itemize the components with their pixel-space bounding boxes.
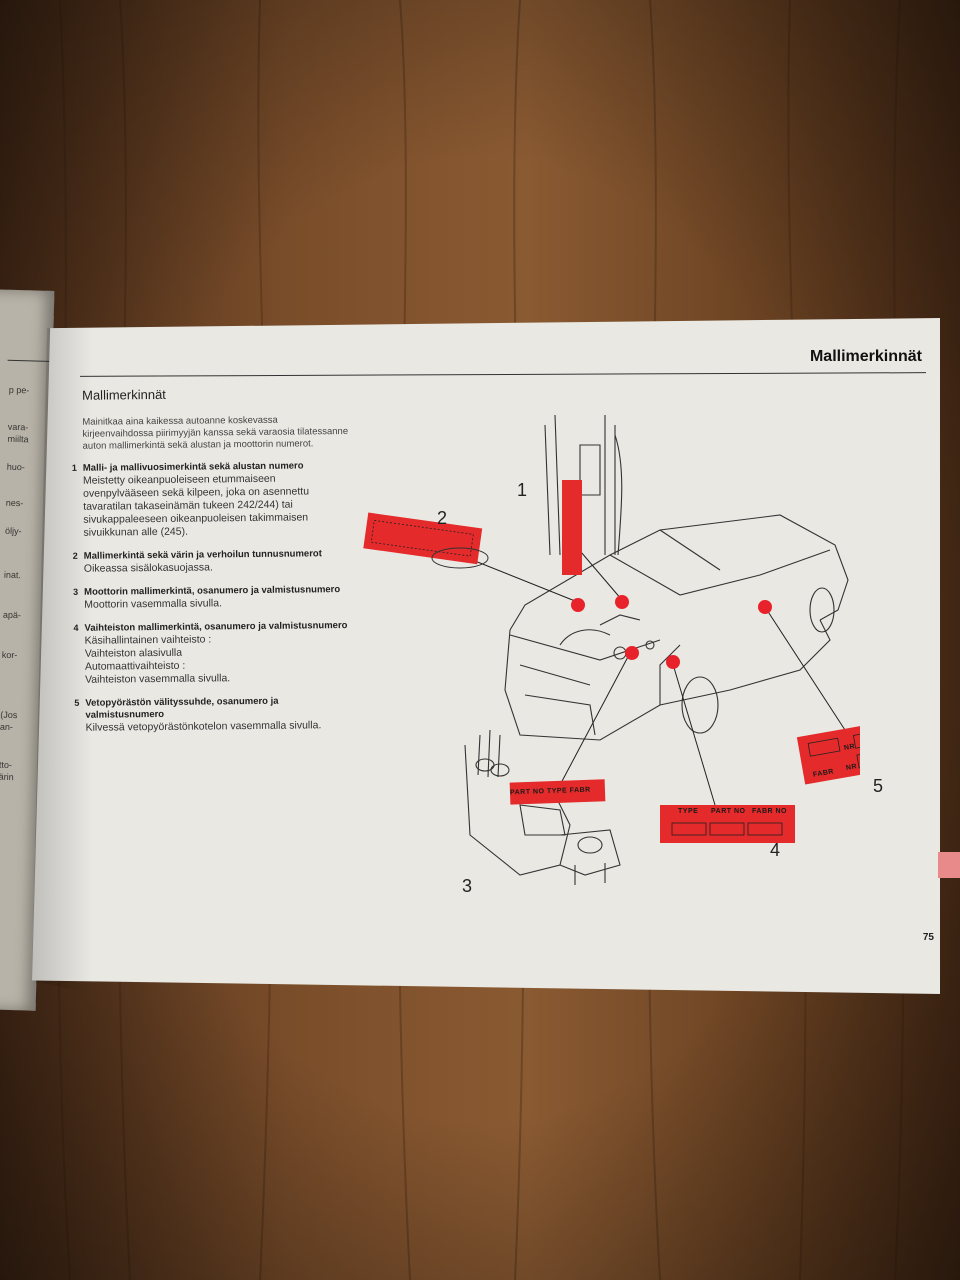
left-page-fragment: nes- — [5, 497, 24, 509]
intro-paragraph: Mainitkaa aina kaikessa autoanne koskeva… — [82, 414, 349, 452]
left-page-fragment: kor- — [1, 649, 18, 661]
plate-2-tab — [431, 547, 489, 569]
marker-3 — [625, 646, 639, 660]
left-page-fragment: vara- — [7, 421, 29, 433]
list-item: 2 Mallimerkintä sekä värin ja verhoilun … — [62, 548, 362, 576]
item-number: 3 — [73, 586, 79, 597]
plate-3 — [509, 779, 606, 805]
left-page-fragment: inat. — [3, 569, 22, 581]
item-list: 1 Malli- ja mallivuosimerkintä sekä alus… — [61, 460, 364, 735]
callout-1: 1 — [517, 480, 528, 500]
page-number: 75 — [922, 932, 934, 943]
marker-1 — [615, 595, 629, 609]
marker-2 — [571, 598, 585, 612]
callout-5: 5 — [873, 776, 884, 796]
list-item: 5 Vetopyörästön välityssuhde, osanumero … — [63, 695, 363, 735]
left-page-fragment: p pe- — [8, 384, 30, 396]
list-item: 3 Moottorin mallimerkintä, osanumero ja … — [62, 584, 362, 612]
location-markers — [571, 595, 772, 669]
item-number: 1 — [71, 462, 77, 473]
left-page-fragment: apä- — [2, 609, 22, 621]
marker-4 — [666, 655, 680, 669]
text-column: Mallimerkinnät Mainitkaa aina kaikessa a… — [60, 385, 364, 746]
plate-1-pillar-strip — [562, 480, 582, 575]
left-page-fragment: miilta — [7, 433, 29, 445]
manual-page — [32, 318, 940, 994]
leader-lines — [459, 544, 846, 806]
callout-3: 3 — [462, 876, 473, 896]
item-description: Kilvessä vetopyörästönkotelon vasemmalla… — [85, 719, 322, 734]
left-page-fragment: huo- — [6, 461, 25, 473]
left-page-fragment: ärin — [0, 771, 14, 783]
item-number: 2 — [72, 550, 78, 561]
left-page-fragment: (Jos — [0, 709, 18, 721]
car-outline — [464, 414, 849, 885]
left-page-fragment: öljy- — [4, 525, 22, 537]
page-header-title: Mallimerkinnät — [809, 348, 922, 365]
plate-4-fabrno-label: FABR NO — [752, 808, 787, 815]
callout-2: 2 — [437, 508, 448, 528]
item-description: Oikeassa sisälokasuojassa. — [83, 561, 213, 575]
item-heading: Vetopyörästön välityssuhde, osanumero ja… — [85, 695, 279, 721]
list-item: 1 Malli- ja mallivuosimerkintä sekä alus… — [61, 460, 362, 540]
left-page-fragment: tto- — [0, 759, 13, 771]
item-description: Moottorin vasemmalla sivulla. — [84, 597, 223, 611]
plate-2 — [363, 512, 483, 565]
item-description: Käsihallintainen vaihteisto : Vaihteisto… — [84, 633, 231, 686]
section-title: Mallimerkinnät — [81, 386, 166, 403]
left-page-fragment: an- — [0, 721, 14, 733]
item-description: Meistetty oikeanpuoleiseen etummaiseen o… — [82, 472, 310, 539]
item-number: 5 — [74, 697, 80, 708]
callout-4: 4 — [770, 840, 781, 860]
plate-4-type-label: TYPE — [678, 808, 699, 815]
plate-4 — [660, 805, 795, 843]
item-number: 4 — [73, 622, 79, 633]
list-item: 4 Vaihteiston mallimerkintä, osanumero j… — [62, 620, 363, 687]
marker-5 — [758, 600, 772, 614]
plate-5 — [796, 718, 860, 785]
car-illustration — [363, 414, 860, 885]
plate-4-partno-label: PART NO — [711, 808, 746, 815]
section-thumb-tab — [938, 852, 960, 878]
